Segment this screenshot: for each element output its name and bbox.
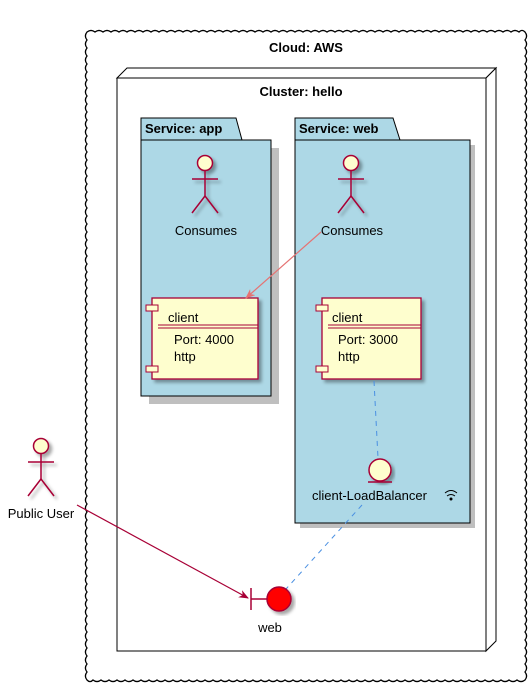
public-user-to-web-arrow — [76, 504, 249, 599]
client-name-web: client — [332, 310, 363, 325]
web-boundary — [250, 586, 292, 612]
client-name-app: client — [168, 310, 199, 325]
client-component-app: client Port: 4000 http — [145, 297, 259, 380]
client-component-web: client Port: 3000 http — [315, 297, 422, 380]
client-protocol-app: http — [174, 349, 196, 364]
public-user-label: Public User — [8, 506, 75, 521]
service-app-package: Service: app Consumes client Port: 4000 … — [140, 117, 279, 404]
service-web-title: Service: web — [299, 121, 379, 136]
web-boundary-label: web — [257, 620, 282, 635]
cluster-title: Cluster: hello — [259, 84, 342, 99]
client-port-app: Port: 4000 — [174, 332, 234, 347]
consumes-web-to-app-client-arrow — [245, 231, 322, 299]
client-protocol-web: http — [338, 349, 360, 364]
client-port-web: Port: 3000 — [338, 332, 398, 347]
client-to-loadbalancer-link — [373, 380, 379, 459]
loadbalancer-to-web-link — [285, 504, 363, 590]
load-balancer-label: client-LoadBalancer — [312, 488, 428, 503]
wifi-icon — [444, 490, 458, 501]
load-balancer-entity — [368, 458, 392, 483]
cloud-title: Cloud: AWS — [269, 40, 343, 55]
consumes-label-web: Consumes — [321, 223, 384, 238]
consumes-actor-app — [191, 154, 219, 214]
service-web-package: Service: web Consumes client Port: 3000 … — [294, 117, 475, 528]
public-user-actor — [27, 437, 55, 497]
consumes-actor-web — [337, 154, 365, 214]
consumes-label-app: Consumes — [175, 223, 238, 238]
service-app-title: Service: app — [145, 121, 222, 136]
